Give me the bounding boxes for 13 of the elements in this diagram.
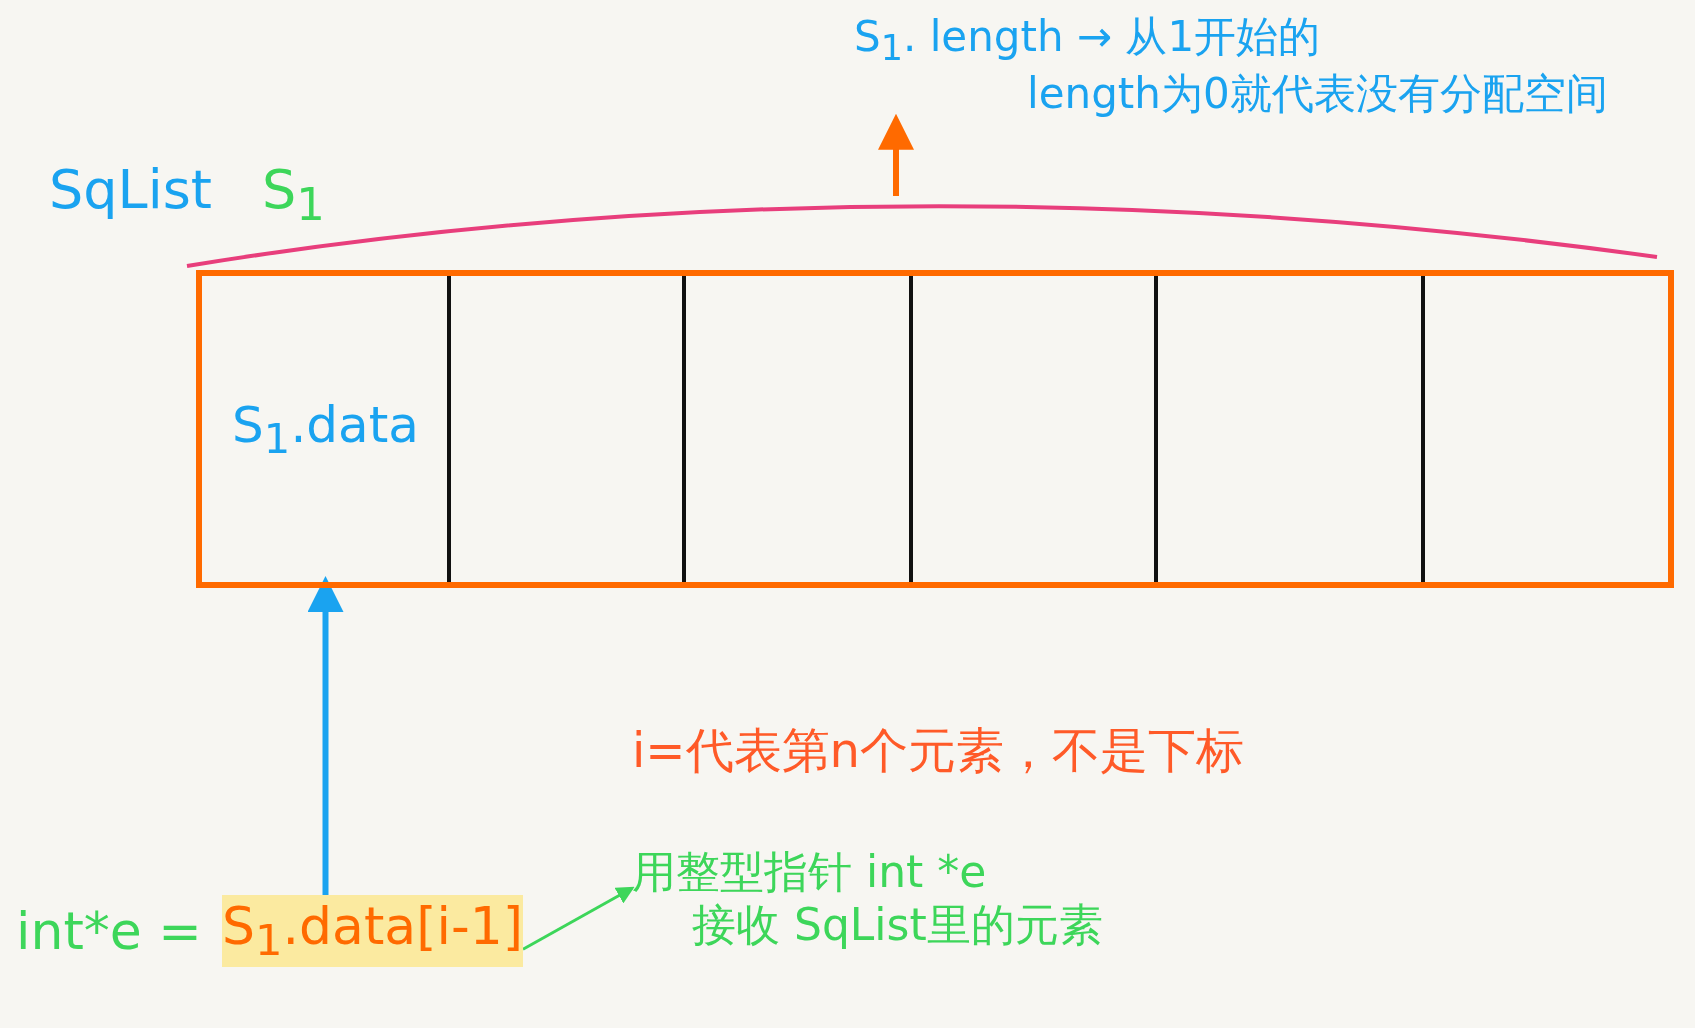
handwritten-text: S$_{1}$.data [232, 394, 419, 464]
handwritten-text: int*e = [16, 900, 202, 963]
arrow [307, 576, 344, 895]
handwritten-text: 用整型指针 int *e [632, 846, 988, 899]
highlighted-code-text: S$_{1}$.data[i-1] [221, 895, 523, 968]
list-name: SqList [49, 158, 212, 223]
variable-name: S$_{1}$ [262, 158, 325, 232]
arrow [522, 886, 635, 951]
arrow [878, 113, 914, 196]
handwritten-text: 接收 SqList里的元素 [692, 898, 1103, 952]
note-text: i=代表第n个元素，不是下标 [632, 722, 1244, 780]
handwritten-text: S$_{1}$. length → 从1开始的 [854, 12, 1322, 70]
handwritten-text: length为0就代表没有分配空间 [1027, 69, 1608, 120]
